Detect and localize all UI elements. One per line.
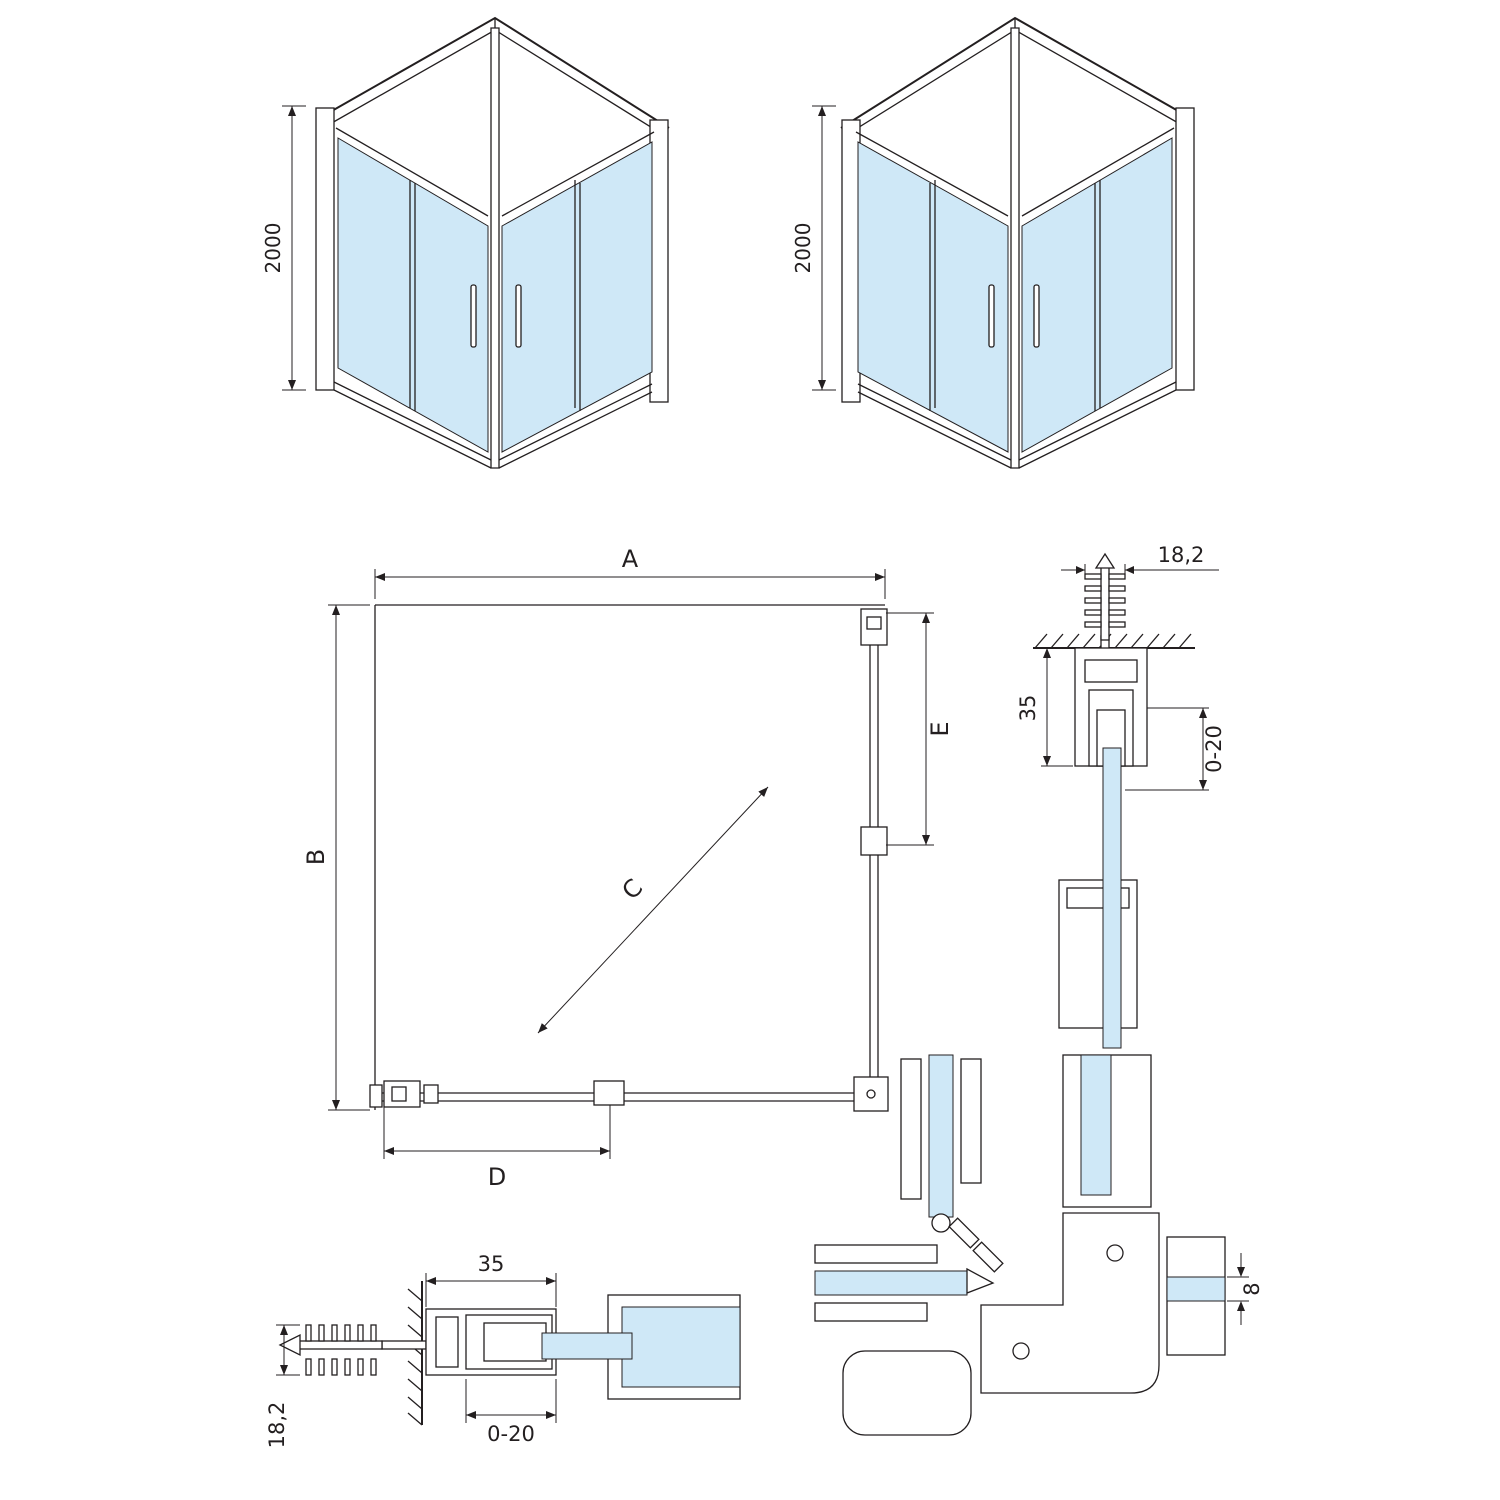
glass-panel-left [857,141,1009,453]
wall-anchor-plug [278,1324,427,1376]
corner-post [1010,27,1020,469]
dimension-8: 8 [1227,1253,1264,1325]
dim-label-0-20: 0-20 [1202,725,1226,773]
roller-bracket [860,826,888,856]
dimension-18-2: 18,2 [1061,543,1219,578]
corner-cover [842,1350,972,1436]
dimension-0-20: 0-20 [465,1379,557,1446]
glass-section [1166,1276,1226,1302]
door-profile [814,1244,938,1264]
corner-post [490,27,500,469]
bottom-door-track [369,1076,889,1112]
enclosure-drawing [315,16,670,469]
dimension-0-20: 0-20 [1125,707,1226,791]
dimension-35: 35 [425,1252,557,1307]
dimension-A: A [374,545,886,599]
door-handle-right [988,284,995,348]
dim-label-35: 35 [478,1252,505,1276]
dim-label-2000-left: 2000 [261,223,285,274]
side-panel-section [1166,1236,1226,1356]
dim-label-18-2: 18,2 [265,1402,289,1449]
corner-connector [980,1212,1160,1394]
dim-label-B: B [302,849,330,865]
horizontal-door-section [814,1244,995,1322]
roller-bracket [593,1080,625,1106]
screw-hole [1106,1244,1124,1262]
dim-label-35: 35 [1016,695,1040,722]
wall-anchor-plug [1084,552,1126,653]
dimension-height: 2000 [791,105,836,391]
right-door-track [860,608,888,1101]
glass-section [814,1270,968,1296]
wall-hatching [407,1281,423,1426]
left-wall-profile [841,119,861,403]
wall-hatching [1033,633,1195,649]
dimension-35: 35 [1016,647,1073,767]
seal-tip [931,1213,951,1233]
isometric-view-right: 2000 [791,0,1240,500]
isometric-view-left: 2000 [261,0,710,500]
wall-mount-profile [1074,647,1148,767]
dimension-18-2: 18,2 [265,1324,300,1449]
glass-section [928,1054,954,1218]
glass-panel-right [501,141,653,453]
glass-panel-left [337,137,489,453]
wall-profile-detail-horizontal: 35 0-20 18,2 [265,1252,790,1475]
glass-section [1102,747,1122,1049]
dim-label-D: D [488,1163,506,1191]
door-handle-right [515,284,522,348]
seal-tip [966,1267,995,1294]
dimension-E: E [886,612,954,846]
glass-panel-right [1021,137,1173,453]
dim-label-C: C [617,874,649,906]
plan-view: A B C D [300,545,960,1205]
door-profile [960,1058,982,1184]
magnet-seal [948,1217,980,1249]
dim-label-8: 8 [1240,1282,1264,1295]
wall-profile-detail-vertical: 18,2 35 0-20 [1005,543,1245,1108]
left-wall-profile [315,107,335,391]
door-profile [814,1302,928,1322]
dim-label-2000-right: 2000 [791,223,815,274]
enclosure-drawing [840,16,1195,469]
door-profile [900,1058,922,1200]
dimension-height: 2000 [261,105,306,391]
glass-section [541,1332,633,1360]
right-wall-profile [649,119,669,403]
glass-section [1080,1054,1112,1196]
fixed-panel-section [1062,1054,1152,1208]
dim-label-18-2: 18,2 [1158,543,1205,567]
dim-label-E: E [926,721,954,736]
dimension-B: B [302,604,370,1111]
dim-label-A: A [622,545,639,573]
dim-label-0-20: 0-20 [487,1422,535,1446]
door-panel-profile [607,1294,741,1400]
dimension-D: D [383,1105,611,1191]
door-handle-left [470,284,477,348]
wall-bracket [369,1084,383,1108]
wall-mount-profile [425,1308,557,1376]
screw-hole [1012,1342,1030,1360]
door-glass [621,1306,741,1388]
magnet-seal [972,1241,1004,1273]
vertical-door-section [900,1054,1004,1273]
corner-joint-detail: 8 [814,1054,1265,1455]
right-wall-profile [1175,107,1195,391]
door-handle-left [1033,284,1040,348]
dimension-C: C [537,786,769,1034]
